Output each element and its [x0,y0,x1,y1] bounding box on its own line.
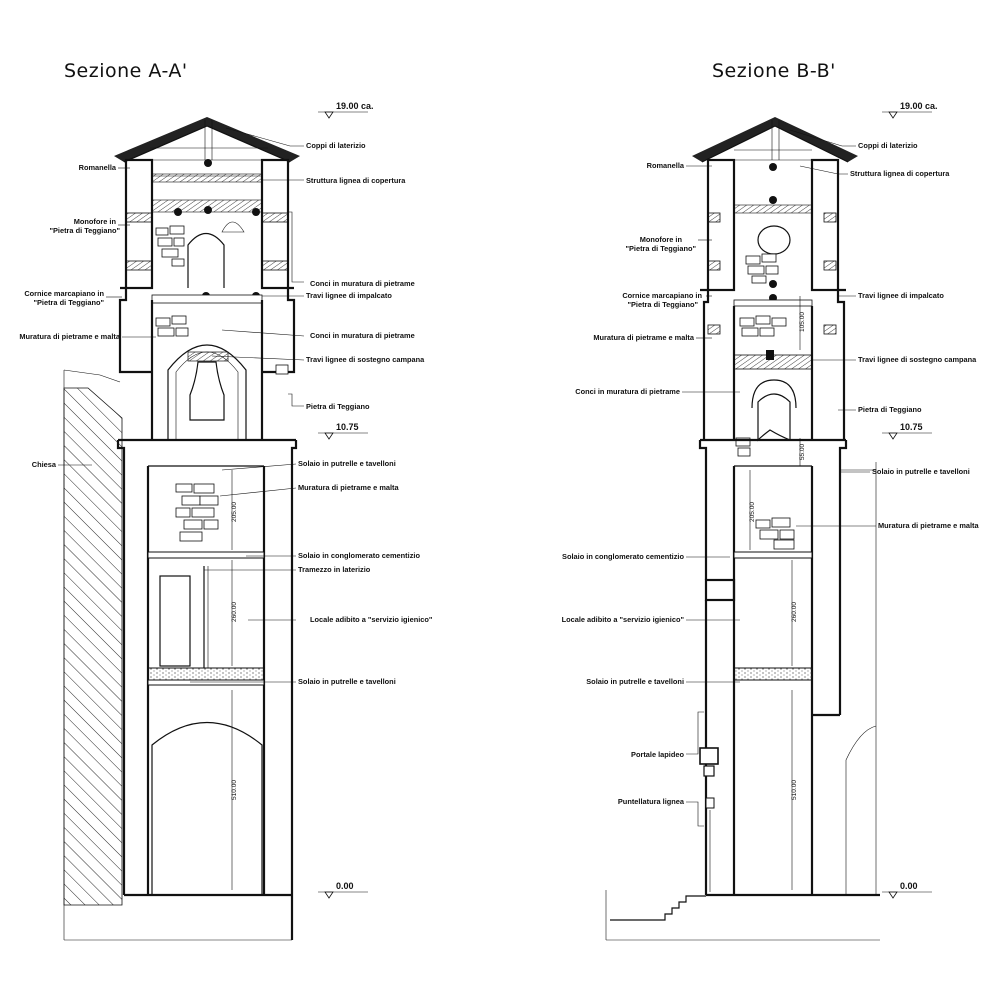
label-pietra: Pietra di Teggiano [858,405,922,414]
bell-chamber [732,306,814,457]
dim-205: 205.00 [749,502,756,522]
label-locale: Locale adibito a "servizio igienico" [310,615,433,624]
label-monofore-2: "Pietra di Teggiano" [49,226,120,235]
church-wall [63,369,292,941]
dim-105: 105.00 [799,312,806,332]
label-locale: Locale adibito a "servizio igienico" [562,615,685,624]
label-muratura-malta: Muratura di pietrame e malta [878,521,980,530]
label-conci-2: Conci in muratura di pietrame [310,331,415,340]
dim-260: 260.00 [791,602,798,622]
dim-510: 510.00 [791,780,798,800]
label-struttura: Struttura lignea di copertura [850,169,950,178]
elevation-mid: 10.75 [336,422,359,432]
label-cornice-2: "Pietra di Teggiano" [627,300,698,309]
dimensions: 205.00 260.00 510.00 [231,470,238,890]
label-portale: Portale lapideo [631,750,684,759]
elevation-markers: 19.00 ca. 10.75 0.00 [318,101,374,899]
elevation-markers: 19.00 ca. 10.75 0.00 [882,101,938,899]
leaders-right [789,129,876,527]
label-monofore: Monofore in [640,235,683,244]
label-muratura-malta: Muratura di pietrame e malta [298,483,400,492]
label-tramezzo: Tramezzo in laterizio [298,565,371,574]
labels-left: Romanella Monofore in "Pietra di Teggian… [19,163,121,469]
label-cornice: Cornice marcapiano in [24,289,104,298]
section-b: Sezione B-B' [562,60,980,941]
label-puntellatura: Puntellatura lignea [618,797,685,806]
labels-right: Coppi di laterizio Struttura lignea di c… [850,141,980,530]
leaders-right [190,127,305,683]
roof [692,117,858,163]
label-conci-1: Conci in muratura di pietrame [310,279,415,288]
label-solaio-putrelle: Solaio in putrelle e tavelloni [872,467,970,476]
dim-510: 510.00 [231,780,238,800]
label-monofore-2: "Pietra di Teggiano" [625,244,696,253]
tower-shaft [605,438,880,941]
elevation-top: 19.00 ca. [900,101,938,111]
belfry-walls [706,158,840,302]
cornice [118,286,296,374]
dim-260: 260.00 [231,602,238,622]
cornice [700,288,846,440]
elevation-mid: 10.75 [900,422,923,432]
roof [114,117,300,163]
section-title: Sezione A-A' [64,60,188,82]
label-travi-campana: Travi lignee di sostegno campana [858,355,977,364]
label-solaio-conglomerato: Solaio in conglomerato cementizio [562,552,684,561]
label-travi-campana: Travi lignee di sostegno campana [306,355,425,364]
label-chiesa: Chiesa [32,460,57,469]
dim-55: 55.00 [799,443,806,460]
label-monofore: Monofore in [74,217,117,226]
label-romanella: Romanella [647,161,685,170]
label-cornice-2: "Pietra di Teggiano" [33,298,104,307]
elevation-ground: 0.00 [900,881,918,891]
section-a: Sezione A-A' [19,60,433,941]
elevation-ground: 0.00 [336,881,354,891]
bell-chamber [150,300,289,440]
labels-left: Romanella Monofore in "Pietra di Teggian… [562,161,703,806]
section-title: Sezione B-B' [712,60,836,82]
label-travi-impalcato: Travi lignee di impalcato [858,291,944,300]
label-muratura: Muratura di pietrame e malta [593,333,695,342]
label-solaio-conglomerato: Solaio in conglomerato cementizio [298,551,420,560]
elevation-top: 19.00 ca. [336,101,374,111]
tower-shaft [116,438,298,940]
label-pietra: Pietra di Teggiano [306,402,370,411]
label-coppi: Coppi di laterizio [306,141,366,150]
label-travi-impalcato: Travi lignee di impalcato [306,291,392,300]
label-romanella: Romanella [79,163,117,172]
label-conci: Conci in muratura di pietrame [575,387,680,396]
label-struttura: Struttura lignea di copertura [306,176,406,185]
leaders-left [682,165,740,827]
label-cornice: Cornice marcapiano in [622,291,702,300]
leaders-left [58,167,156,466]
dim-205: 205.00 [231,502,238,522]
label-solaio-putrelle-2: Solaio in putrelle e tavelloni [298,677,396,686]
label-coppi: Coppi di laterizio [858,141,918,150]
label-solaio-putrelle-1: Solaio in putrelle e tavelloni [298,459,396,468]
labels-right: Coppi di laterizio Struttura lignea di c… [298,141,433,686]
label-solaio-putrelle: Solaio in putrelle e tavelloni [586,677,684,686]
label-muratura: Muratura di pietrame e malta [19,332,121,341]
dimensions: 105.00 55.00 205.00 260.00 510.00 [749,296,806,890]
belfry-walls [124,158,290,300]
